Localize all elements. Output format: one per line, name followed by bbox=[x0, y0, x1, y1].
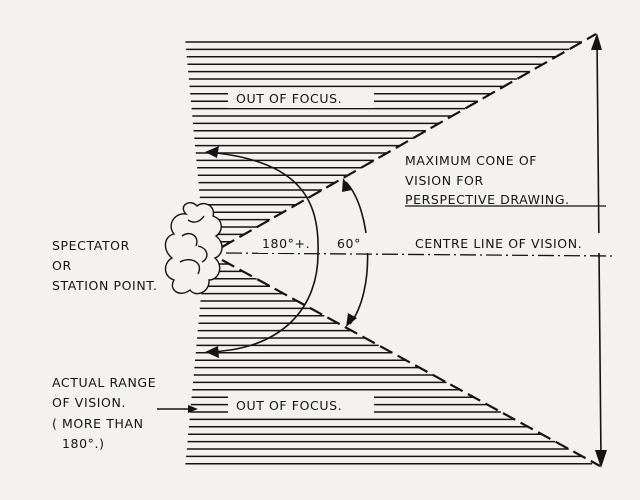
spectator-line2: OR bbox=[52, 258, 72, 273]
range-line4: 180°.) bbox=[62, 436, 105, 451]
label-angle-180: 180°+. bbox=[258, 233, 314, 253]
arc-60-arrow-top-icon bbox=[342, 178, 352, 192]
hatching-out-of-focus-top bbox=[185, 41, 582, 243]
angle-180-text: 180°+. bbox=[262, 236, 310, 251]
max-cone-line1: MAXIMUM CONE OF bbox=[405, 153, 537, 168]
range-line3: ( MORE THAN bbox=[52, 416, 144, 431]
arc-180-arrow-top-icon bbox=[205, 146, 219, 158]
angle-60-text: 60° bbox=[337, 236, 361, 251]
max-cone-line3: PERSPECTIVE DRAWING. bbox=[405, 192, 570, 207]
centre-line-text: CENTRE LINE OF VISION. bbox=[415, 236, 582, 251]
arc-60-arrow-bottom-icon bbox=[346, 313, 357, 327]
spectator-head-icon bbox=[164, 202, 223, 295]
spectator-line3: STATION POINT. bbox=[52, 278, 158, 293]
out-of-focus-bottom-text: OUT OF FOCUS. bbox=[236, 398, 342, 413]
out-of-focus-top-text: OUT OF FOCUS. bbox=[236, 91, 342, 106]
range-line1: ACTUAL RANGE bbox=[52, 375, 156, 390]
label-out-of-focus-bottom: OUT OF FOCUS. bbox=[228, 395, 374, 415]
cone-edge-lower bbox=[221, 259, 601, 467]
label-out-of-focus-top: OUT OF FOCUS. bbox=[228, 88, 374, 108]
arc-180-degrees bbox=[206, 151, 319, 353]
spectator-line1: SPECTATOR bbox=[52, 238, 130, 253]
range-pointer-arrow-icon bbox=[188, 405, 198, 413]
arrowhead-up-icon bbox=[591, 33, 602, 50]
arc-180-arrow-bottom-icon bbox=[205, 346, 219, 358]
max-cone-line2: VISION FOR bbox=[405, 173, 484, 188]
cone-edge-upper bbox=[221, 33, 597, 248]
range-line2: OF VISION. bbox=[52, 395, 126, 410]
label-angle-60: 60° bbox=[334, 233, 370, 253]
label-centre-line: CENTRE LINE OF VISION. bbox=[412, 233, 614, 253]
hatching-out-of-focus-bottom bbox=[185, 263, 592, 465]
centre-line-of-vision bbox=[225, 252, 613, 257]
arrowhead-down-icon bbox=[595, 450, 607, 468]
